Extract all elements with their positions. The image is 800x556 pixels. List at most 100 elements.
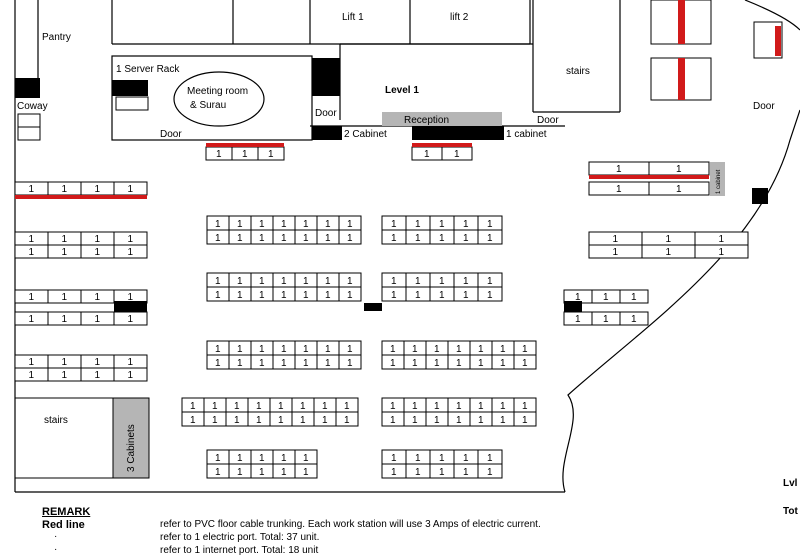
- port-count-label: 1: [303, 290, 309, 301]
- port-count-label: 1: [259, 344, 265, 355]
- port-count-label: 1: [128, 292, 134, 303]
- port-count-label: 1: [478, 358, 484, 369]
- port-count-label: 1: [234, 401, 240, 412]
- port-count-label: 1: [259, 276, 265, 287]
- port-count-label: 1: [631, 292, 637, 303]
- port-count-label: 1: [666, 234, 672, 245]
- port-count-label: 1: [325, 276, 331, 287]
- port-count-label: 1: [439, 233, 445, 244]
- port-count-label: 1: [303, 276, 309, 287]
- port-count-label: 1: [237, 290, 243, 301]
- wall-blocks: [15, 58, 768, 311]
- port-count-label: 1: [439, 290, 445, 301]
- port-count-label: 1: [303, 453, 309, 464]
- side-cabinet: [710, 162, 725, 196]
- port-count-label: 1: [434, 401, 440, 412]
- side-cabinet-label: 1 cabinet: [716, 169, 722, 194]
- port-count-label: 1: [719, 234, 725, 245]
- port-count-label: 1: [478, 401, 484, 412]
- port-count-label: 1: [259, 358, 265, 369]
- meeting-room-label-2: & Surau: [190, 100, 226, 111]
- port-count-label: 1: [415, 276, 421, 287]
- stairs-room: [14, 397, 114, 479]
- port-count-label: 1: [62, 234, 68, 245]
- port-count-label: 1: [500, 401, 506, 412]
- port-count-label: 1: [303, 219, 309, 230]
- port-count-label: 1: [237, 219, 243, 230]
- two-cabinet-label: 2 Cabinet: [344, 129, 387, 140]
- port-count-label: 1: [613, 247, 619, 258]
- port-count-label: 1: [303, 344, 309, 355]
- port-count-label: 1: [575, 314, 581, 325]
- port-count-label: 1: [347, 290, 353, 301]
- port-count-label: 1: [412, 358, 418, 369]
- port-count-label: 1: [62, 370, 68, 381]
- three-cabinets-label: 3 Cabinets: [126, 424, 137, 472]
- port-count-label: 1: [259, 233, 265, 244]
- port-count-label: 1: [278, 415, 284, 426]
- port-count-label: 1: [259, 290, 265, 301]
- port-count-label: 1: [487, 453, 493, 464]
- port-count-label: 1: [281, 344, 287, 355]
- port-count-label: 1: [415, 290, 421, 301]
- port-count-label: 1: [390, 415, 396, 426]
- port-count-label: 1: [237, 276, 243, 287]
- port-count-label: 1: [29, 357, 35, 368]
- port-count-label: 1: [478, 415, 484, 426]
- workstation-cell: [619, 289, 649, 304]
- workstation-cell: [113, 244, 148, 259]
- workstation-cell: [513, 411, 537, 427]
- right-top-trunking: [678, 0, 781, 100]
- port-count-label: 1: [415, 453, 421, 464]
- remark-note-1: refer to PVC floor cable trunking. Each …: [160, 519, 541, 530]
- port-count-label: 1: [215, 233, 221, 244]
- port-count-label: 1: [128, 370, 134, 381]
- port-count-label: 1: [434, 415, 440, 426]
- level-label: Level 1: [385, 85, 419, 96]
- port-count-label: 1: [215, 219, 221, 230]
- port-count-label: 1: [237, 453, 243, 464]
- port-count-label: 1: [347, 219, 353, 230]
- port-count-label: 1: [215, 453, 221, 464]
- port-count-label: 1: [439, 276, 445, 287]
- port-count-label: 1: [344, 401, 350, 412]
- port-count-label: 1: [281, 290, 287, 301]
- remark-bullet-2: ·: [54, 544, 58, 555]
- port-count-label: 1: [325, 233, 331, 244]
- port-count-label: 1: [616, 164, 622, 175]
- port-count-label: 1: [29, 370, 35, 381]
- port-count-label: 1: [463, 276, 469, 287]
- stairs-label-top: stairs: [566, 66, 590, 77]
- port-count-label: 1: [237, 467, 243, 478]
- workstation-cell: [338, 286, 362, 302]
- port-count-label: 1: [456, 415, 462, 426]
- meeting-room-ellipse: [173, 71, 265, 127]
- port-count-label: 1: [325, 219, 331, 230]
- port-count-label: 1: [325, 290, 331, 301]
- port-count-label: 1: [434, 344, 440, 355]
- port-count-label: 1: [522, 358, 528, 369]
- port-count-label: 1: [95, 184, 101, 195]
- port-count-label: 1: [463, 453, 469, 464]
- port-count-label: 1: [575, 292, 581, 303]
- port-count-label: 1: [237, 358, 243, 369]
- port-count-label: 1: [487, 219, 493, 230]
- port-count-label: 1: [463, 290, 469, 301]
- port-count-label: 1: [676, 184, 682, 195]
- right-top-fixtures: [650, 0, 783, 101]
- server-rack-label: 1 Server Rack: [116, 64, 180, 75]
- port-count-label: 1: [719, 247, 725, 258]
- port-count-label: 1: [439, 453, 445, 464]
